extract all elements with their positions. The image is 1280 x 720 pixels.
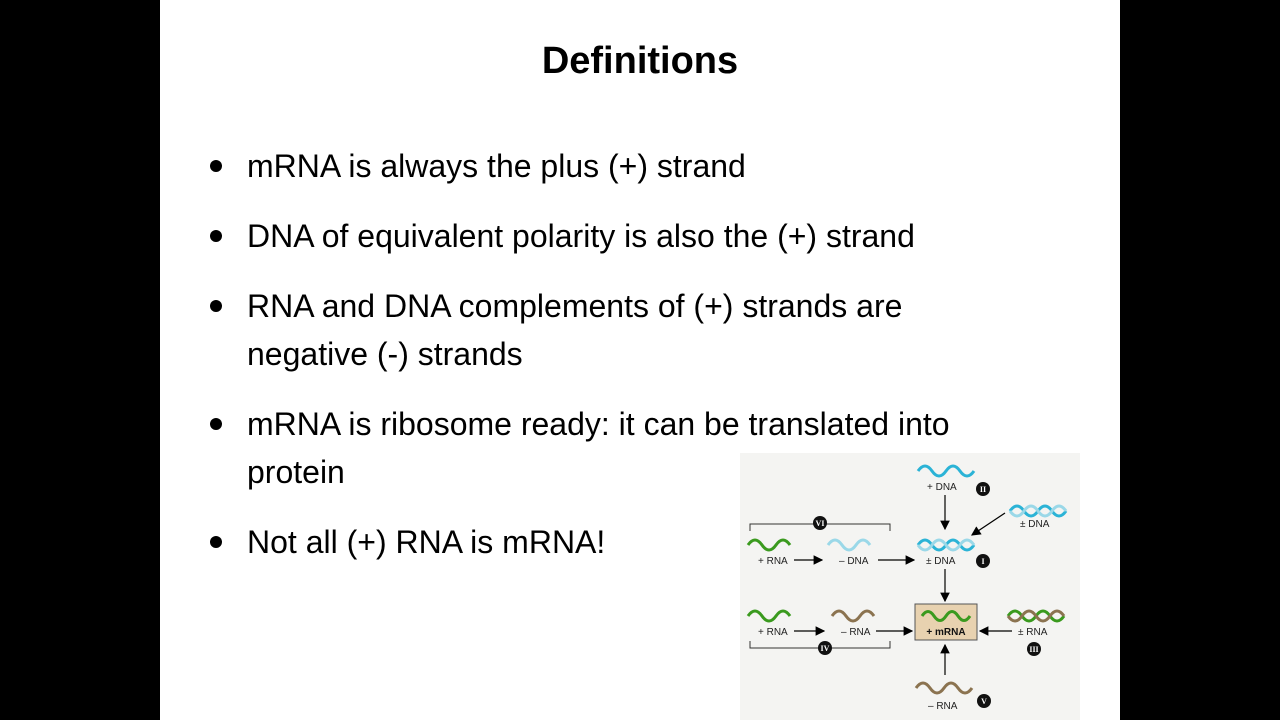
mrna-wave xyxy=(920,610,972,622)
bullet-dot xyxy=(210,300,222,312)
bullet-text: mRNA is ribosome ready: it can be transl… xyxy=(247,406,950,442)
bullet-text: DNA of equivalent polarity is also the (… xyxy=(247,218,915,254)
slide: Definitions mRNA is always the plus (+) … xyxy=(160,0,1120,720)
class-label-vi: VI xyxy=(816,519,825,528)
label-minus-rna-v: – RNA xyxy=(928,701,958,712)
bullet-text: Not all (+) RNA is mRNA! xyxy=(247,524,606,560)
class-label-iii: III xyxy=(1029,645,1038,654)
minus-rna-wave-iv xyxy=(830,609,876,623)
bullet-dot xyxy=(210,536,222,548)
pm-rna-wave-b xyxy=(1006,609,1066,623)
class-badge-ii xyxy=(976,482,990,496)
label-pm-dna-top: ± DNA xyxy=(1020,519,1050,530)
label-plus-rna-iv: + RNA xyxy=(758,627,788,638)
class-badge-iii xyxy=(1027,642,1041,656)
bullet-text-continued: protein xyxy=(247,454,345,490)
class-badge-i xyxy=(976,554,990,568)
arrow-pmdna-to-i xyxy=(971,512,1006,536)
bullet-dot xyxy=(210,418,222,430)
bullet-text: mRNA is always the plus (+) strand xyxy=(247,148,746,184)
plus-rna-wave-vi xyxy=(746,538,792,552)
plus-rna-wave-iv xyxy=(746,609,792,623)
baltimore-classification-diagram: + DNA II ± DNA ± DNA I VI + RNA xyxy=(740,453,1080,720)
label-pm-dna-center: ± DNA xyxy=(926,556,956,567)
class-label-ii: II xyxy=(980,485,986,494)
class-badge-iv xyxy=(818,641,832,655)
label-pm-rna: ± RNA xyxy=(1018,627,1048,638)
class-label-v: V xyxy=(981,697,987,706)
label-minus-dna-vi: – DNA xyxy=(839,556,869,567)
minus-rna-wave-v xyxy=(914,681,974,695)
bullet-text: RNA and DNA complements of (+) strands a… xyxy=(247,288,903,324)
slide-title: Definitions xyxy=(541,40,739,82)
bullet-text-continued: negative (-) strands xyxy=(247,336,523,372)
label-plus-rna-vi: + RNA xyxy=(758,556,788,567)
mrna-box xyxy=(914,603,978,641)
class-badge-v xyxy=(977,694,991,708)
minus-dna-wave-vi xyxy=(826,538,872,552)
center-dna-wave-b xyxy=(916,538,976,552)
plus-dna-wave xyxy=(916,464,976,478)
label-plus-dna: + DNA xyxy=(927,482,957,493)
class-label-i: I xyxy=(981,557,984,566)
diagram-svg: + DNA II ± DNA ± DNA I VI + RNA xyxy=(746,464,1068,712)
bullet-dot xyxy=(210,230,222,242)
label-minus-rna-iv: – RNA xyxy=(841,627,871,638)
pm-dna-wave-b xyxy=(1008,504,1068,518)
label-mrna: + mRNA xyxy=(926,627,965,638)
class-label-iv: IV xyxy=(821,644,830,653)
bullet-dot xyxy=(210,160,222,172)
class-badge-vi xyxy=(813,516,827,530)
